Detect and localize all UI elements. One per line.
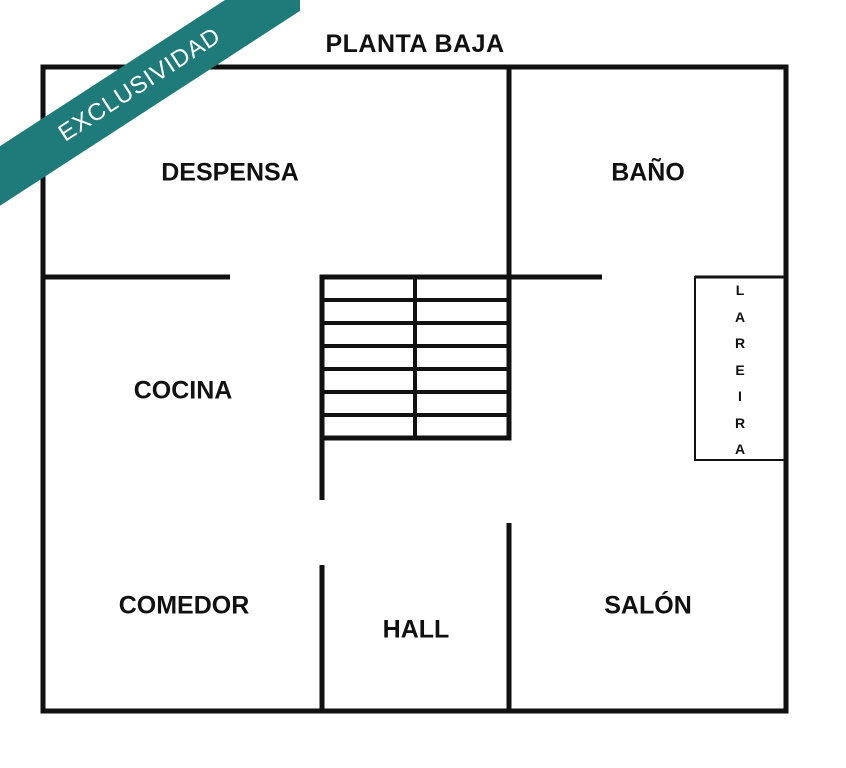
- room-label-comedor: COMEDOR: [118, 591, 250, 620]
- fireplace-letter: L: [735, 282, 745, 298]
- staircase: [319, 274, 512, 441]
- plan-title: PLANTA BAJA: [325, 30, 505, 58]
- fireplace-letter: R: [734, 414, 746, 431]
- exclusivity-banner-text: EXCLUSIVIDAD: [0, 0, 300, 221]
- fireplace-letter: I: [738, 388, 742, 404]
- room-label-bano: BAÑO: [611, 158, 685, 187]
- exclusivity-banner: EXCLUSIVIDAD: [0, 0, 300, 300]
- fireplace-letter: A: [734, 308, 746, 325]
- fireplace-letter: R: [734, 335, 746, 351]
- room-label-despensa: DESPENSA: [161, 158, 299, 187]
- fireplace-letter: E: [735, 361, 745, 378]
- fireplace-letter: A: [734, 441, 746, 457]
- room-label-cocina: COCINA: [133, 376, 233, 405]
- stair-steps: [322, 298, 509, 417]
- room-label-hall: HALL: [382, 615, 450, 644]
- room-label-salon: SALÓN: [604, 591, 692, 620]
